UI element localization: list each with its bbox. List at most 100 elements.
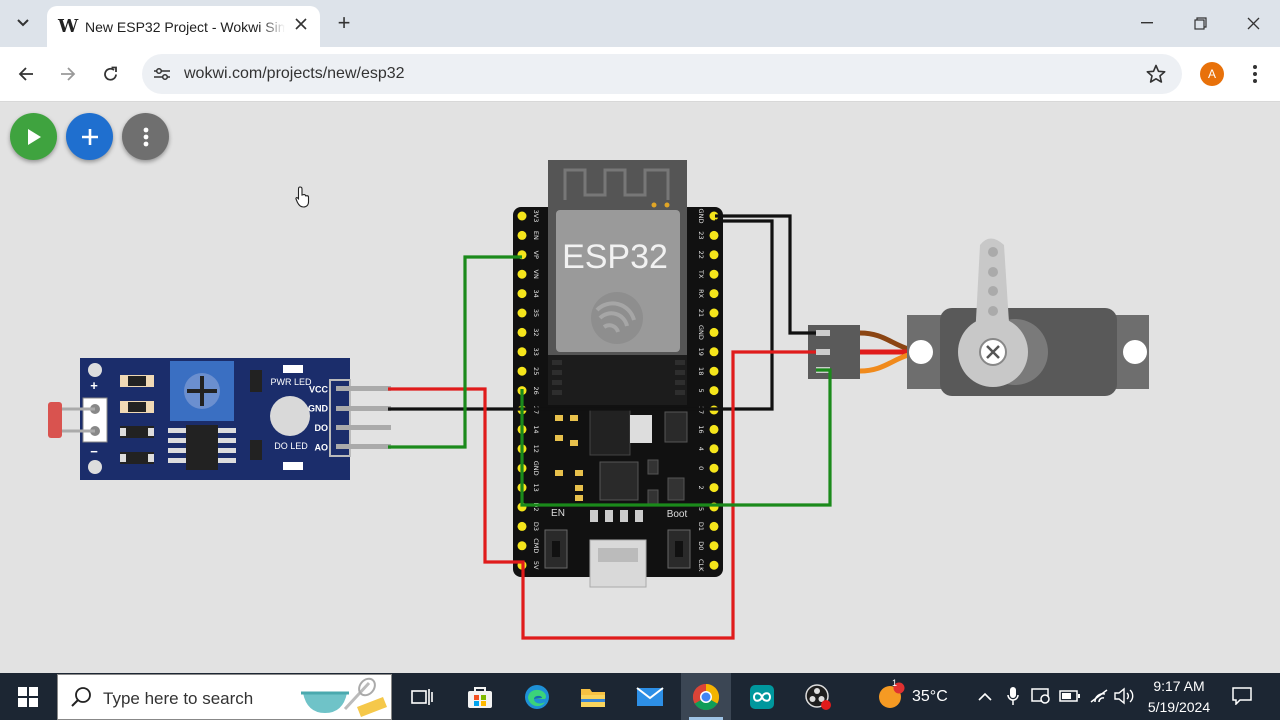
header-pin[interactable] [517, 347, 527, 357]
wire-gnd-ldr [388, 219, 774, 411]
arrow-left-icon [18, 67, 33, 81]
header-pin[interactable] [709, 483, 719, 493]
taskbar-edge[interactable] [512, 673, 562, 720]
pin-label: GND [697, 325, 705, 340]
header-pin[interactable] [517, 521, 527, 531]
forward-button[interactable] [53, 59, 83, 89]
star-icon [1146, 64, 1166, 83]
close-window-button[interactable] [1233, 8, 1273, 38]
bookmark-button[interactable] [1144, 62, 1168, 86]
header-pin[interactable] [709, 444, 719, 454]
browser-tab[interactable]: W New ESP32 Project - Wokwi Simulator [47, 6, 320, 47]
taskbar-search-box[interactable]: Type here to search [57, 674, 392, 720]
more-vert-icon [143, 127, 148, 146]
header-pin[interactable] [709, 347, 719, 357]
header-pin[interactable] [709, 541, 719, 551]
restore-button[interactable] [1180, 8, 1220, 38]
header-pin[interactable] [517, 211, 527, 221]
pin-label: VP [532, 251, 540, 259]
microphone-status[interactable] [1002, 685, 1024, 707]
header-pin[interactable] [709, 230, 719, 240]
network-status[interactable] [1088, 685, 1110, 707]
header-pin[interactable] [709, 366, 719, 376]
security-status[interactable] [1030, 685, 1052, 707]
browser-menu-button[interactable] [1243, 61, 1267, 87]
new-tab-button[interactable]: + [337, 10, 351, 35]
header-pin[interactable] [709, 424, 719, 434]
header-pin[interactable] [517, 289, 527, 299]
search-placeholder: Type here to search [103, 689, 254, 708]
header-pin[interactable] [709, 386, 719, 396]
simulation-canvas[interactable]: ESP32 [0, 103, 1280, 673]
clock-date[interactable]: 5/19/2024 [1147, 699, 1211, 715]
arduino-icon [750, 684, 774, 709]
taskbar-chrome[interactable] [681, 673, 731, 720]
ldr-pin-label: AO [315, 442, 329, 452]
header-pin[interactable] [709, 327, 719, 337]
pin-label: 3V3 [532, 210, 540, 223]
header-pin[interactable] [709, 560, 719, 570]
en-button-label: EN [551, 508, 565, 519]
active-app-indicator [689, 717, 723, 720]
volume-control[interactable] [1114, 685, 1136, 707]
back-button[interactable] [11, 59, 41, 89]
reload-button[interactable] [95, 59, 125, 89]
header-pin[interactable] [517, 230, 527, 240]
menu-dot [1253, 65, 1257, 69]
header-pin[interactable] [709, 250, 719, 260]
header-pin[interactable] [709, 521, 719, 531]
search-icon [71, 687, 91, 707]
usb-port [589, 539, 647, 588]
wifi-icon [1090, 689, 1108, 703]
clock-time[interactable]: 9:17 AM [1153, 678, 1205, 694]
minimize-button[interactable] [1127, 8, 1167, 38]
tab-close-button[interactable] [291, 16, 311, 36]
header-pin[interactable] [709, 269, 719, 279]
esp32-board[interactable]: ESP32 [513, 160, 723, 588]
header-pin[interactable] [709, 463, 719, 473]
minus-label: − [90, 444, 98, 459]
pin-label: 15 [697, 503, 705, 511]
task-view-icon [411, 688, 433, 705]
plus-label: + [90, 378, 98, 393]
pin-label: 32 [532, 328, 540, 336]
weather-temperature: 35°C [912, 688, 948, 705]
header-pin[interactable] [709, 308, 719, 318]
site-info-button[interactable] [150, 62, 174, 86]
taskbar-file-explorer[interactable] [568, 673, 618, 720]
battery-status[interactable] [1059, 685, 1081, 707]
browser-tab-strip: W New ESP32 Project - Wokwi Simulator + [0, 0, 1280, 47]
chevron-down-icon [17, 19, 29, 27]
pin-label: 21 [697, 309, 705, 317]
tab-search-button[interactable] [8, 9, 38, 37]
profile-avatar[interactable]: A [1200, 62, 1224, 86]
tab-title: New ESP32 Project - Wokwi Simulator [85, 18, 285, 35]
header-pin[interactable] [517, 308, 527, 318]
hand-cursor-icon [295, 186, 310, 208]
taskbar-arduino[interactable] [737, 673, 787, 720]
add-part-button[interactable] [66, 113, 113, 160]
header-pin[interactable] [709, 211, 719, 221]
start-simulation-button[interactable] [10, 113, 57, 160]
header-pin[interactable] [517, 541, 527, 551]
address-bar[interactable]: wokwi.com/projects/new/esp32 [142, 54, 1182, 94]
servo-motor[interactable] [808, 238, 1149, 397]
wokwi-favicon-icon: W [58, 15, 79, 37]
start-button[interactable] [6, 677, 50, 717]
notification-center-button[interactable] [1231, 685, 1253, 707]
taskbar-mail[interactable] [625, 673, 675, 720]
espressif-logo-icon [591, 292, 643, 344]
header-pin[interactable] [517, 327, 527, 337]
pin-label: D1 [697, 522, 705, 531]
header-pin[interactable] [517, 269, 527, 279]
weather-widget[interactable] [877, 682, 905, 710]
led-indicator [270, 396, 310, 436]
header-pin[interactable] [517, 366, 527, 376]
taskbar-microsoft-store[interactable] [455, 673, 505, 720]
show-hidden-icons-button[interactable] [974, 685, 996, 707]
taskbar-obs[interactable] [793, 673, 843, 720]
more-options-button[interactable] [122, 113, 169, 160]
header-pin[interactable] [709, 289, 719, 299]
taskbar-task-view[interactable] [397, 673, 447, 720]
ldr-sensor-module[interactable]: + − [48, 358, 391, 480]
